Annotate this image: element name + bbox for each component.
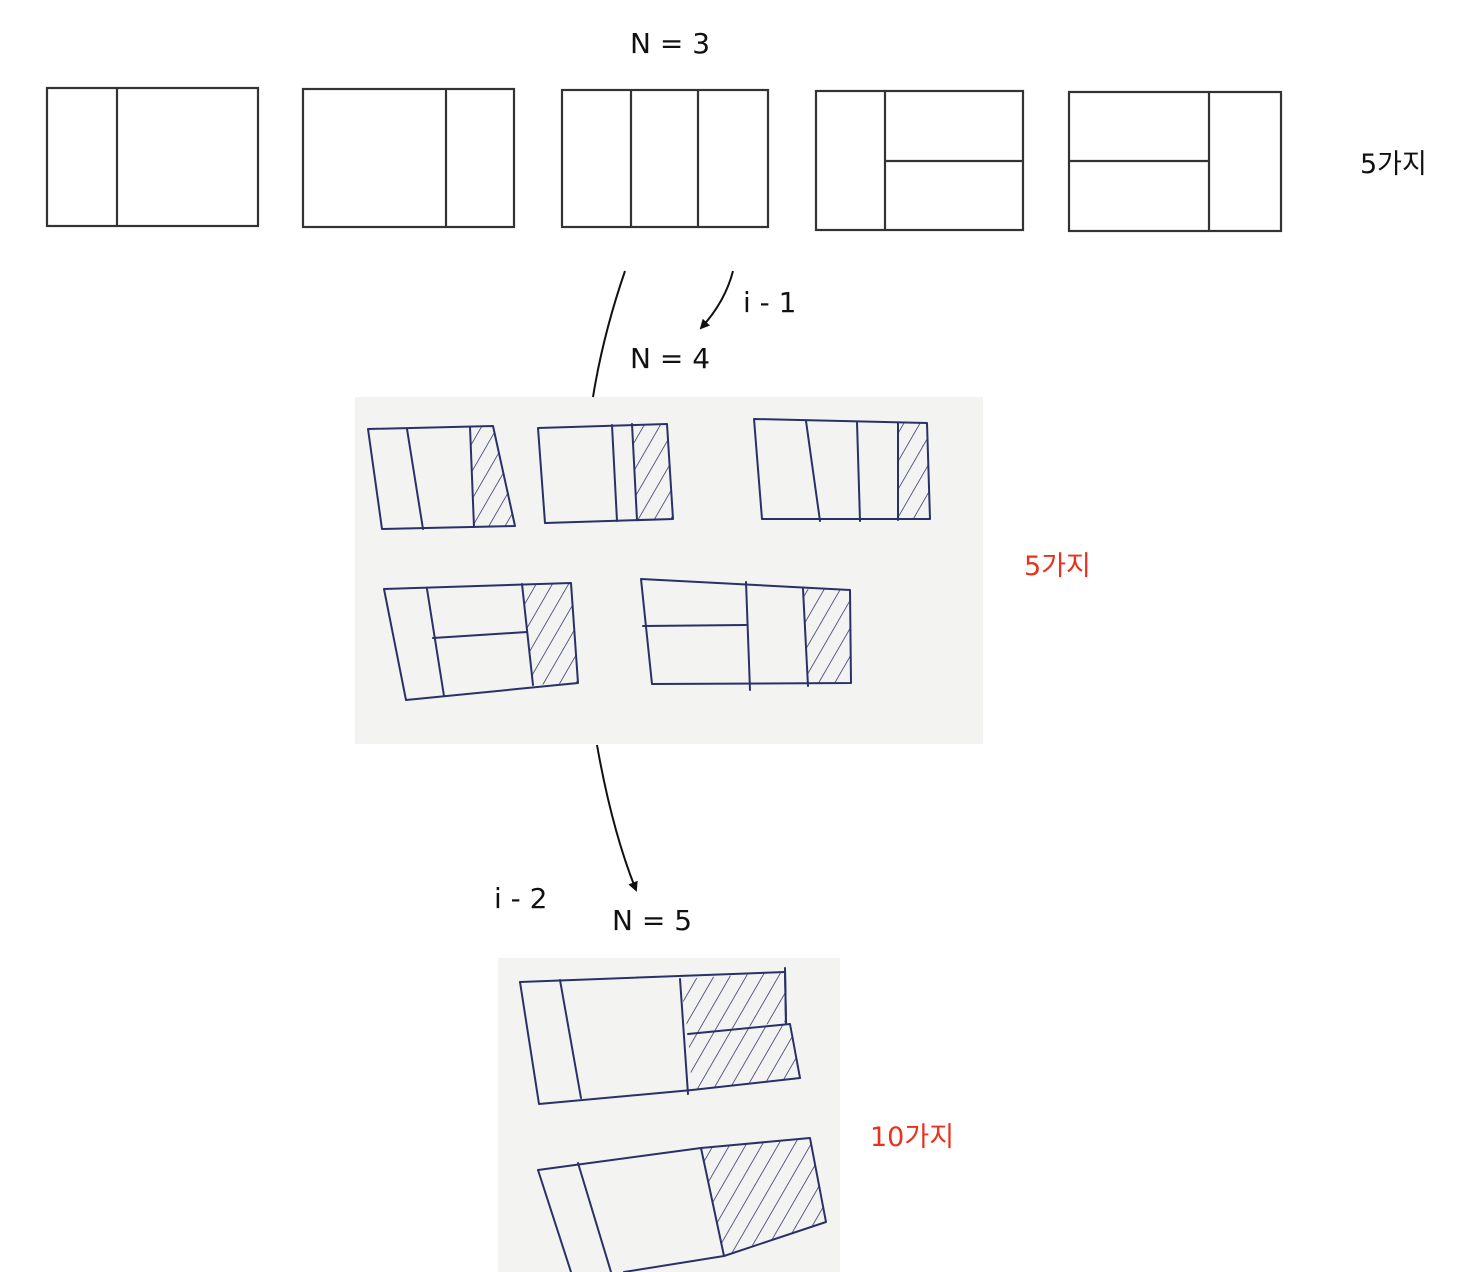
arrow-i1-label: i - 1: [743, 286, 797, 319]
i-minus-2-arrow: [596, 744, 638, 892]
i-minus-1-arrow: [699, 270, 734, 330]
n4-sketch-1: [367, 425, 516, 530]
n3-tiling-3: [560, 88, 770, 229]
n5-sketch-2: [537, 1137, 827, 1272]
n4-count-label: 5가지: [1024, 551, 1091, 582]
n3-count-label: 5가지: [1360, 149, 1427, 180]
n3-tiling-2: [301, 87, 516, 229]
n3-tiling-5: [1067, 90, 1283, 233]
n4-sketch-4: [383, 582, 579, 701]
n3-to-n5-connector: [592, 270, 626, 398]
n4-sketch-3: [753, 418, 931, 522]
n4-label: N = 4: [630, 342, 711, 375]
arrow-i2-label: i - 2: [494, 882, 548, 915]
n5-label: N = 5: [612, 904, 693, 937]
n5-sketch-1: [519, 967, 801, 1105]
n3-tiling-4: [814, 89, 1025, 232]
n3-tiling-1: [45, 86, 260, 228]
n4-sketch-2: [537, 423, 674, 524]
n5-count-label: 10가지: [870, 1122, 955, 1153]
n3-label: N = 3: [630, 27, 711, 60]
n4-sketch-5: [640, 578, 852, 691]
